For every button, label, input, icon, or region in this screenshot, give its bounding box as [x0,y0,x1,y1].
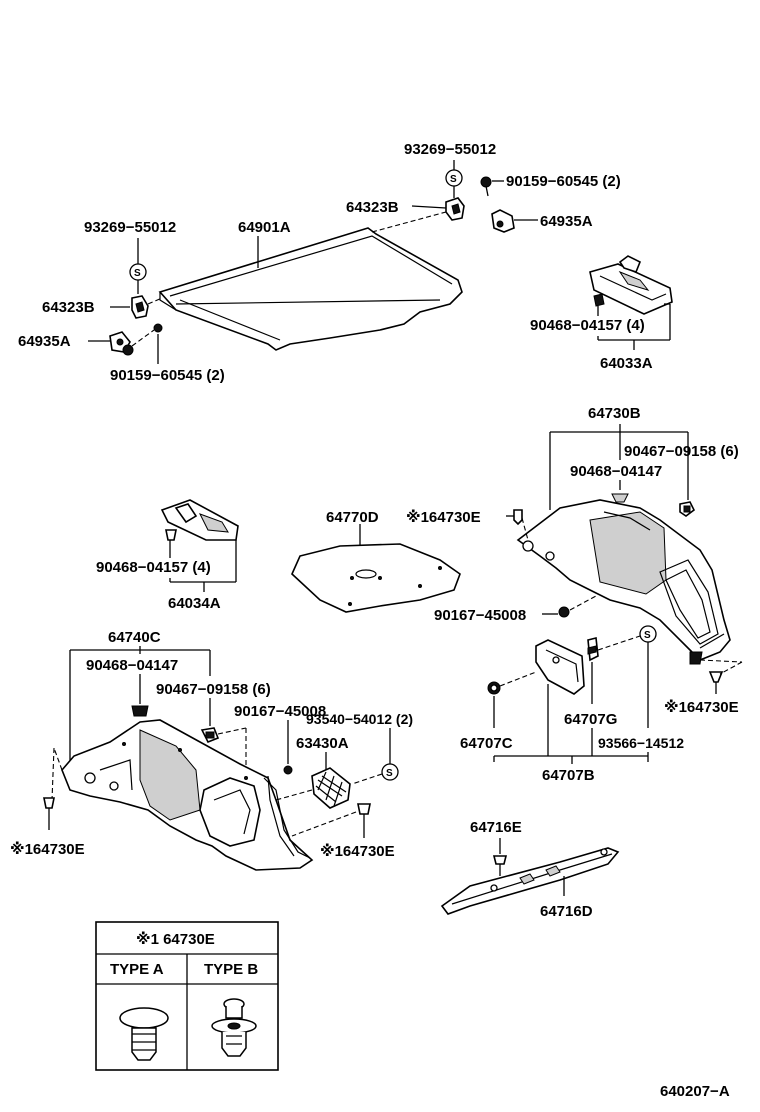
clip-type-a-icon [119,1007,169,1061]
label-93269-55012-top: 93269−55012 [404,141,496,158]
label-64901A: 64901A [238,219,291,236]
label-90159-60545-top: 90159−60545 (2) [506,173,621,190]
label-64770D: 64770D [326,509,379,526]
box-64034A-part [160,499,239,541]
clip-90467-r-icon [679,501,696,517]
label-64716D: 64716D [540,903,593,920]
clip-90468-l1-icon [165,529,177,541]
legend-table [95,921,279,1071]
clip-90468-l2-icon [131,705,149,717]
label-164730E-center: ※164730E [320,842,395,860]
side-trim-64740C-part [61,719,314,871]
label-90167-45008-l: 90167−45008 [234,703,326,720]
label-164730E-left: ※164730E [10,840,85,858]
label-164730E-mid: ※164730E [406,508,481,526]
clip-64707G-icon [587,637,599,662]
sill-plate-64716D-part [440,847,620,915]
svg-text:S: S [386,768,393,779]
label-90468-04147-l: 90468−04147 [86,657,178,674]
box-64033A-part [589,255,673,315]
label-64323B-top: 64323B [346,199,399,216]
mat-64770D-part [291,543,461,613]
holder-64935A-top-icon [491,209,515,233]
holder-64935A-left-icon [109,331,134,356]
side-trim-64730B-part [516,499,731,665]
drawing-number: 640207−A [660,1083,730,1100]
svg-text:S: S [450,174,457,185]
s-mark-left-icon: S [129,263,147,281]
label-164730E-right: ※164730E [664,698,739,716]
screw-90167-l-icon [283,765,293,775]
label-64730B: 64730B [588,405,641,422]
label-64034A: 64034A [168,595,221,612]
label-90468-04147-r: 90468−04147 [570,463,662,480]
legend-type-a: TYPE A [110,961,164,978]
cover-64707C-part [535,639,585,695]
svg-text:S: S [134,268,141,279]
bracket-64323B-top-icon [445,197,465,221]
label-64323B-left: 64323B [42,299,95,316]
label-90159-60545-left: 90159−60545 (2) [110,367,225,384]
label-90468-04157-r: 90468−04157 (4) [530,317,645,334]
label-90167-45008-r: 90167−45008 [434,607,526,624]
label-64033A: 64033A [600,355,653,372]
label-64707C: 64707C [460,735,513,752]
s-mark-right-icon: S [639,625,657,643]
label-64935A-left: 64935A [18,333,71,350]
clip-164730E-left-icon [43,797,55,830]
svg-text:S: S [644,630,651,641]
label-64707B: 64707B [542,767,595,784]
clip-90467-l-icon [200,727,220,744]
screw-64716E-icon [492,855,508,876]
clip-90468-r1-icon [593,293,605,307]
s-mark-mid-icon: S [381,763,399,781]
s-mark-top-icon: S [445,169,463,187]
bracket-64323B-left-icon [131,295,149,319]
label-93269-55012-left: 93269−55012 [84,219,176,236]
label-93540-54012: 93540−54012 (2) [306,711,413,727]
label-64716E: 64716E [470,819,522,836]
label-64740C: 64740C [108,629,161,646]
label-63430A: 63430A [296,735,349,752]
clip-type-b-icon [211,998,257,1057]
grille-63430A-part [311,767,351,809]
screw-90167-r-icon [558,606,570,618]
label-64935A-top: 64935A [540,213,593,230]
grommet-64707C-icon [487,681,501,695]
legend-title: ※1 64730E [136,930,215,948]
legend-type-b: TYPE B [204,961,258,978]
label-64707G: 64707G [564,711,617,728]
clip-164730E-mid-icon [513,509,523,526]
label-90467-09158-r: 90467−09158 (6) [624,443,739,460]
clip-90468-r2-icon [611,493,629,503]
clip-164730E-center-icon [357,803,371,815]
label-90467-09158-l: 90467−09158 (6) [156,681,271,698]
label-93566-14512: 93566−14512 [598,735,684,751]
screw-90159-left-icon [153,323,163,333]
screw-90159-top-icon [480,176,492,197]
tonneau-cover-part [158,227,463,351]
clip-164730E-right-icon [708,671,724,694]
label-90468-04157-l: 90468−04157 (4) [96,559,211,576]
